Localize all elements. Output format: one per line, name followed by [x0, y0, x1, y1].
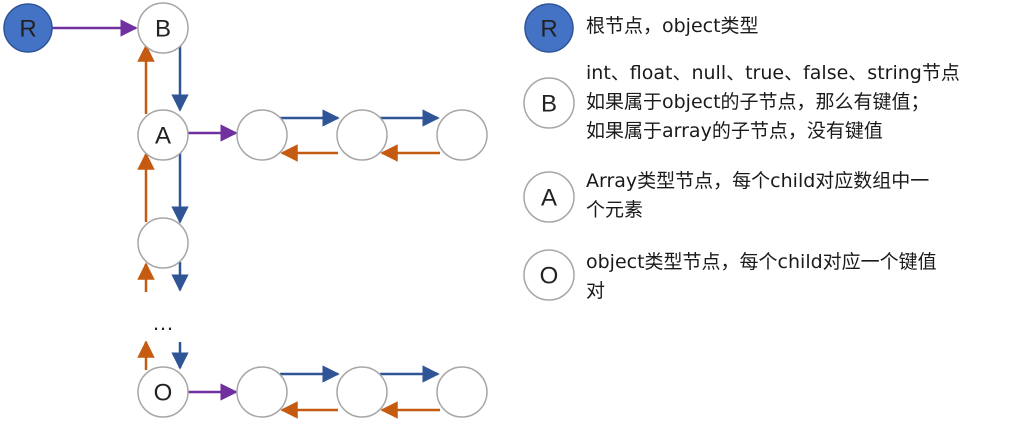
- legend-text-a: Array类型节点，每个child对应数组中一 个元素: [586, 167, 929, 225]
- list2-node-3: [436, 366, 488, 418]
- node-root: R: [3, 3, 53, 53]
- legend-b-line-2: 如果属于object的子节点，那么有键值；: [586, 91, 930, 113]
- list1-node-1: [236, 109, 288, 161]
- legend-b-line-3: 如果属于array的子节点，没有键值: [586, 120, 883, 142]
- legend-text-r: 根节点，object类型: [586, 12, 759, 41]
- node-child-empty: [137, 217, 189, 269]
- ellipsis-text: …: [152, 310, 174, 335]
- legend-symbol-r-label: R: [540, 16, 557, 43]
- legend-a-line-2: 个元素: [586, 199, 644, 221]
- list1-node-3: [436, 109, 488, 161]
- node-a-label: A: [155, 123, 171, 150]
- legend-symbol-b-label: B: [541, 91, 557, 118]
- legend-symbol-a-label: A: [541, 185, 557, 212]
- node-o-label: O: [154, 380, 173, 407]
- legend-symbol-o: O: [523, 249, 575, 301]
- legend-o-line-1: object类型节点，每个child对应一个键值: [586, 251, 937, 273]
- legend-symbol-o-label: O: [540, 263, 559, 290]
- node-o: O: [137, 366, 189, 418]
- list1-node-2: [336, 109, 388, 161]
- legend-b-line-1: int、float、null、true、false、string节点: [586, 62, 960, 84]
- node-a: A: [137, 109, 189, 161]
- legend-r-line-1: 根节点，object类型: [586, 15, 759, 37]
- legend-symbol-b: B: [523, 77, 575, 129]
- legend-a-line-1: Array类型节点，每个child对应数组中一: [586, 170, 930, 192]
- legend-o-line-2: 对: [586, 280, 606, 302]
- node-b: B: [137, 2, 189, 54]
- node-b-label: B: [155, 16, 171, 43]
- legend-text-o: object类型节点，每个child对应一个键值 对: [586, 248, 937, 306]
- legend-symbol-r: R: [524, 3, 574, 53]
- legend-symbol-a: A: [523, 171, 575, 223]
- list2-node-2: [336, 366, 388, 418]
- legend-text-b: int、float、null、true、false、string节点 如果属于o…: [586, 59, 960, 146]
- list2-node-1: [236, 366, 288, 418]
- node-root-label: R: [19, 16, 36, 43]
